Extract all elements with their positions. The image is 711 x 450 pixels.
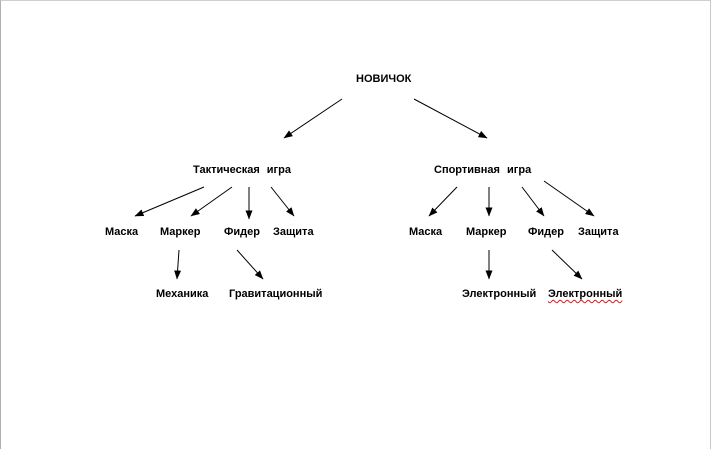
branch-tactical: Тактическая игра xyxy=(193,164,291,176)
arrow-sport-to-defense xyxy=(543,180,595,217)
arrow-sport-feeder-to-sub xyxy=(551,249,583,280)
tactical-marker-sub: Механика xyxy=(156,288,209,300)
arrow-tactical-marker-to-sub xyxy=(174,249,182,280)
tactical-mask: Маска xyxy=(105,226,139,238)
sport-mask: Маска xyxy=(409,226,443,238)
tactical-feeder-sub: Гравитационный xyxy=(229,288,323,300)
sport-marker-sub: Электронный xyxy=(462,288,537,300)
arrow-sport-to-mask xyxy=(428,186,458,217)
arrow-sport-to-feeder xyxy=(521,186,545,217)
tactical-feeder: Фидер xyxy=(224,226,260,238)
arrow-tactical-to-defense xyxy=(270,186,295,217)
sport-marker: Маркер xyxy=(466,226,507,238)
arrow-tactical-to-mask xyxy=(134,186,205,217)
arrow-root-to-sport xyxy=(413,98,488,139)
root-node: НОВИЧОК xyxy=(356,73,412,85)
tactical-marker: Маркер xyxy=(160,226,201,238)
arrow-tactical-to-marker xyxy=(190,186,233,217)
sport-feeder-sub: Электронный xyxy=(548,288,622,301)
arrow-tactical-feeder-to-sub xyxy=(236,249,264,280)
spellcheck-underlined-word: Электронный xyxy=(548,288,623,300)
sport-feeder: Фидер xyxy=(528,226,564,238)
tactical-defense: Защита xyxy=(273,226,314,238)
arrow-root-to-tactical xyxy=(283,98,343,139)
sport-defense: Защита xyxy=(578,226,619,238)
branch-sport: Спортивная игра xyxy=(434,164,532,176)
